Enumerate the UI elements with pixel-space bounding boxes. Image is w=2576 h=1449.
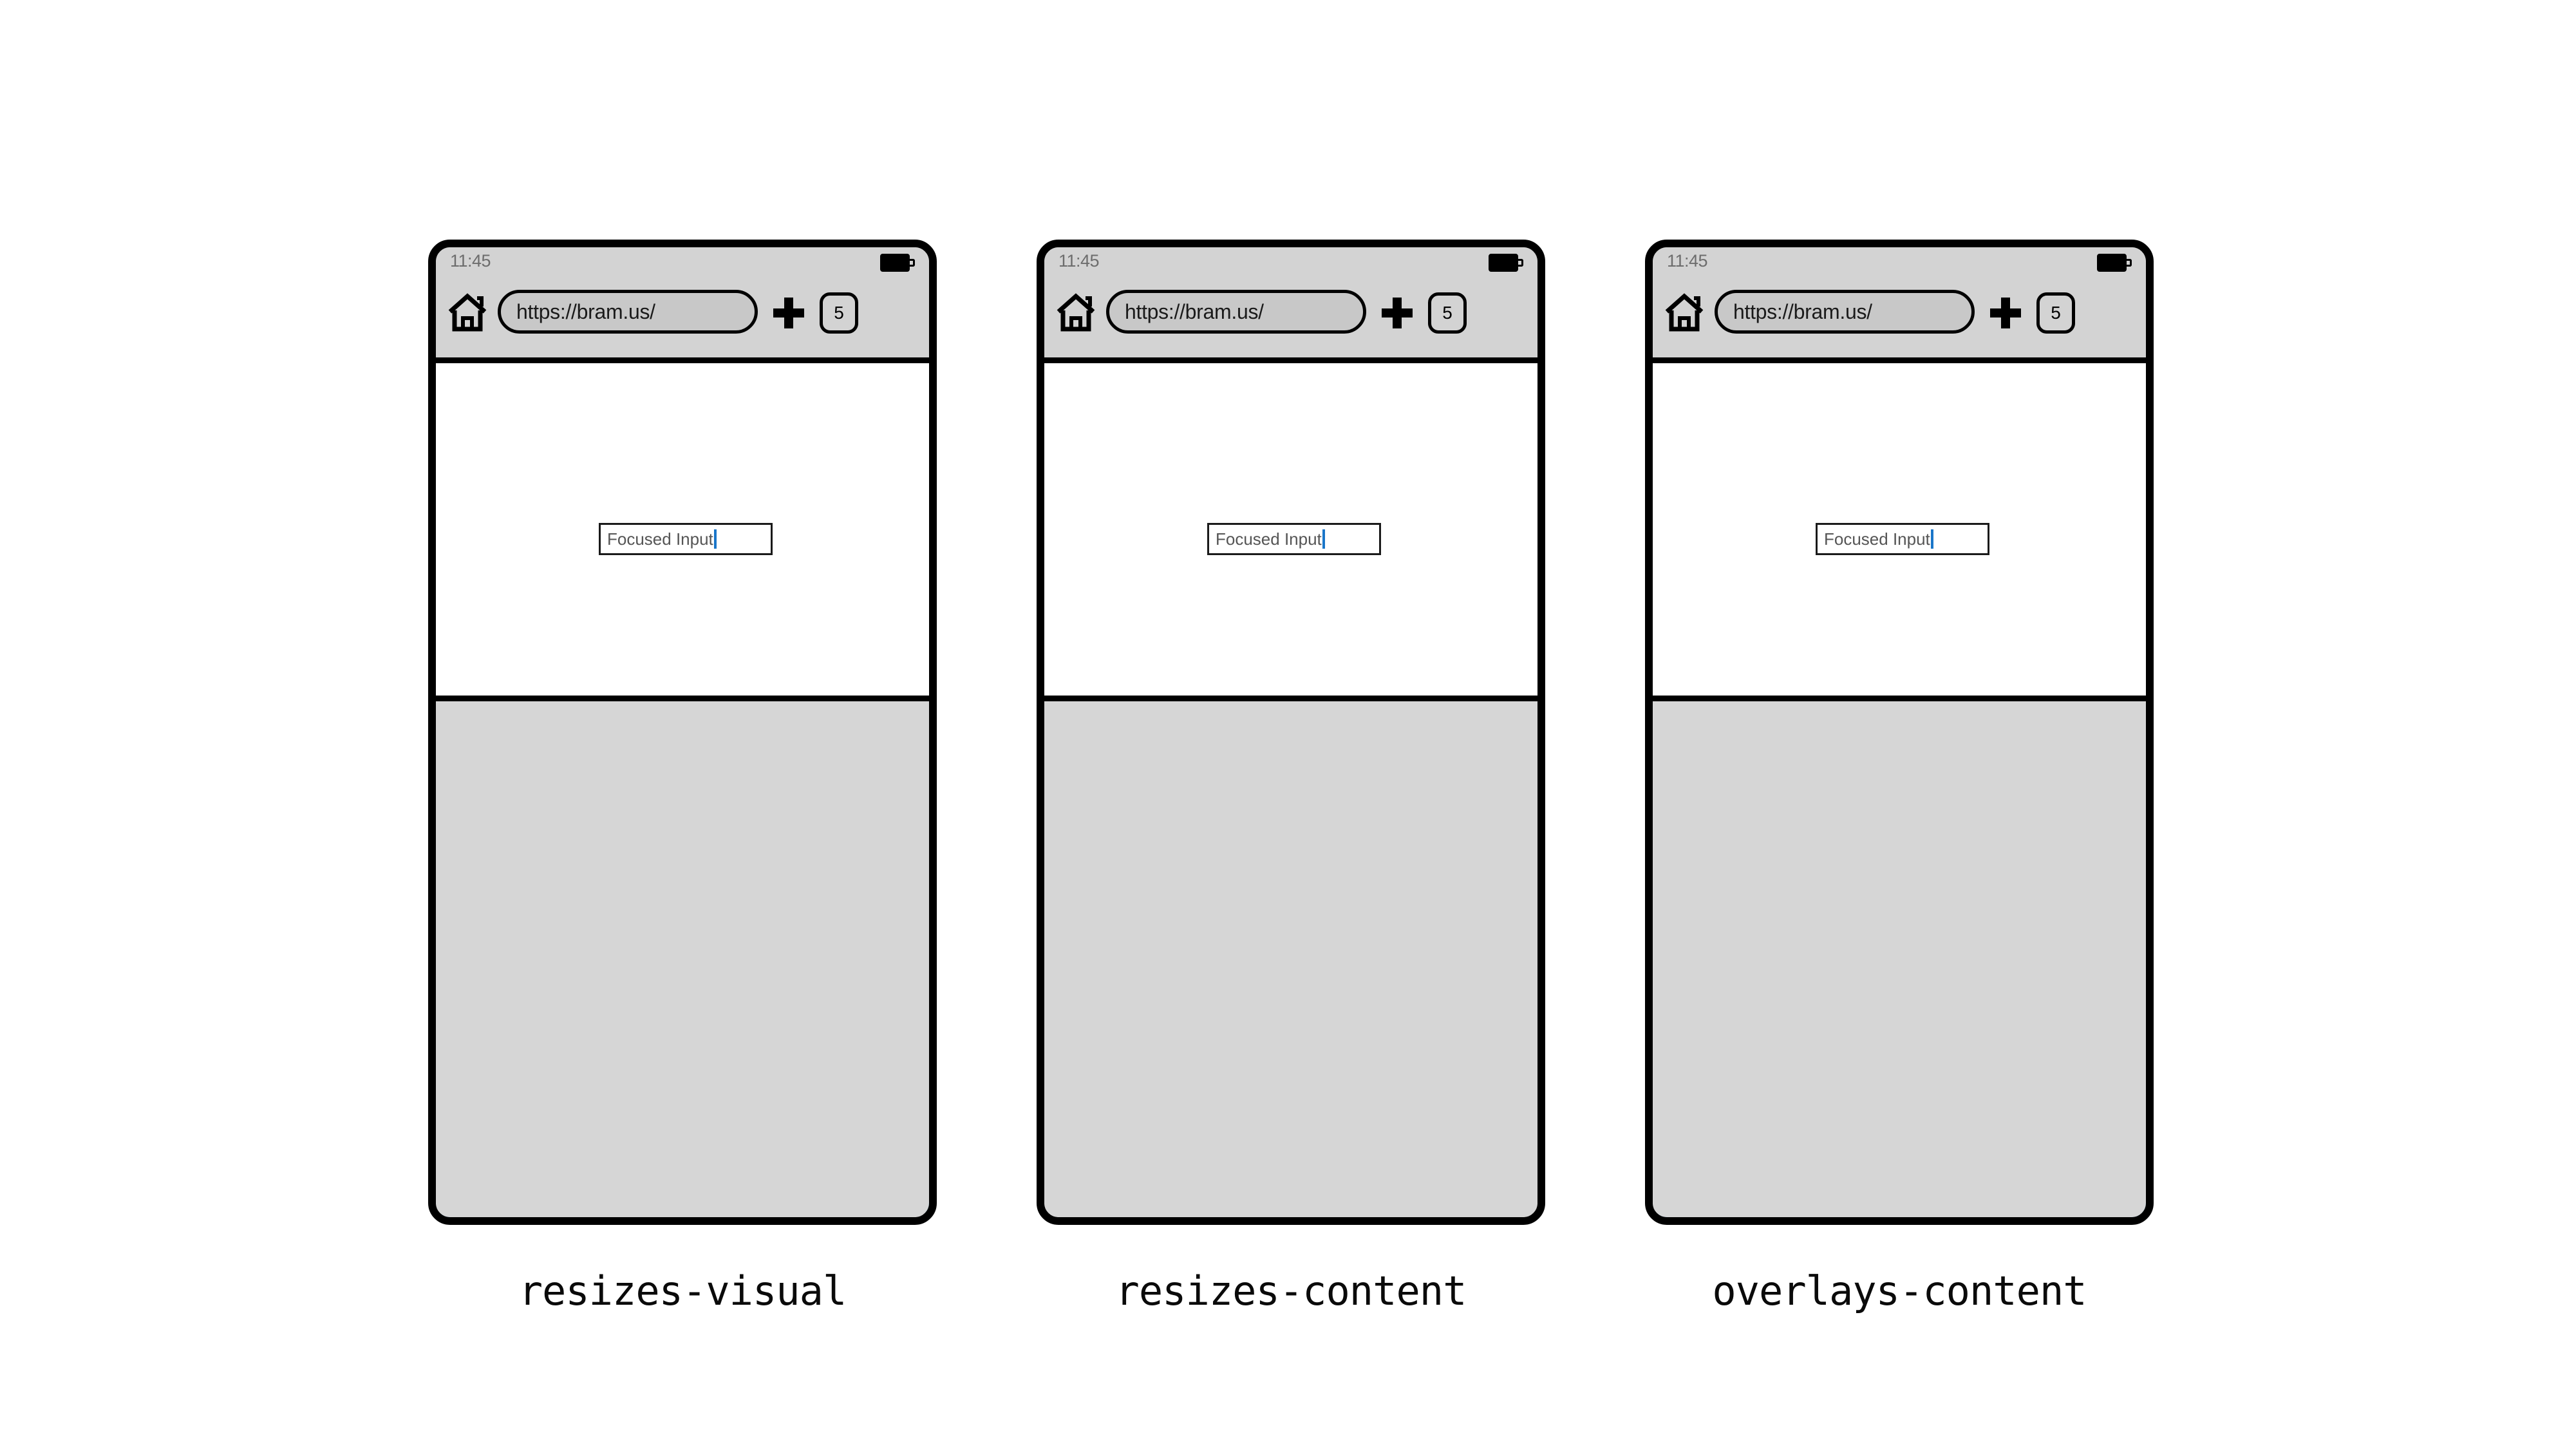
- focused-input[interactable]: Focused Input: [599, 523, 773, 555]
- focused-input[interactable]: Focused Input: [1207, 523, 1381, 555]
- focused-input-value: Focused Input: [607, 529, 713, 549]
- address-bar[interactable]: https://bram.us/: [1715, 290, 1975, 334]
- browser-toolbar: https://bram.us/ 5: [436, 281, 929, 358]
- phone-screen: 11:45 https://br: [436, 247, 929, 1217]
- plus-icon[interactable]: [1382, 298, 1413, 328]
- on-screen-keyboard-area: [436, 696, 929, 1217]
- text-caret: [1930, 529, 1933, 549]
- status-clock: 11:45: [1667, 251, 1708, 270]
- page-content-area: Focused Input: [436, 363, 929, 711]
- on-screen-keyboard-area: [1653, 696, 2146, 1217]
- text-caret: [1322, 529, 1325, 549]
- tab-count-button[interactable]: 5: [2036, 292, 2075, 334]
- home-icon[interactable]: [447, 292, 487, 332]
- page-content-area: Focused Input: [1044, 363, 1537, 711]
- status-bar: 11:45: [1653, 247, 2146, 281]
- browser-toolbar: https://bram.us/ 5: [1653, 281, 2146, 358]
- address-bar-url: https://bram.us/: [1125, 299, 1264, 323]
- battery-full-icon: [2097, 254, 2132, 272]
- caption-resizes-content: resizes-content: [1115, 1267, 1467, 1314]
- phone-mockup-resizes-visual: 11:45 https://br: [428, 240, 937, 1225]
- caption-overlays-content: overlays-content: [1712, 1267, 2087, 1314]
- home-icon[interactable]: [1664, 292, 1704, 332]
- tab-count-button[interactable]: 5: [1428, 292, 1467, 334]
- caption-resizes-visual: resizes-visual: [518, 1267, 847, 1314]
- home-icon[interactable]: [1056, 292, 1096, 332]
- tab-count-label: 5: [2051, 303, 2061, 323]
- browser-chrome: 11:45 https://br: [1653, 247, 2146, 363]
- phone-screen: 11:45 https://br: [1044, 247, 1537, 1217]
- browser-chrome: 11:45 https://br: [436, 247, 929, 363]
- address-bar[interactable]: https://bram.us/: [1106, 290, 1366, 334]
- status-bar: 11:45: [436, 247, 929, 281]
- tab-count-label: 5: [1442, 303, 1453, 323]
- status-clock: 11:45: [1058, 251, 1100, 270]
- address-bar-url: https://bram.us/: [516, 299, 655, 323]
- text-caret: [713, 529, 717, 549]
- battery-full-icon: [1489, 254, 1523, 272]
- status-clock: 11:45: [450, 251, 491, 270]
- plus-icon[interactable]: [773, 298, 804, 328]
- address-bar-url: https://bram.us/: [1733, 299, 1872, 323]
- on-screen-keyboard-area: [1044, 696, 1537, 1217]
- plus-icon[interactable]: [1990, 298, 2021, 328]
- phone-mockup-overlays-content: 11:45 https://br: [1645, 240, 2154, 1225]
- phone-mockup-resizes-content: 11:45 https://br: [1037, 240, 1545, 1225]
- tab-count-button[interactable]: 5: [820, 292, 858, 334]
- battery-full-icon: [880, 254, 915, 272]
- browser-chrome: 11:45 https://br: [1044, 247, 1537, 363]
- focused-input[interactable]: Focused Input: [1816, 523, 1989, 555]
- phone-screen: 11:45 https://br: [1653, 247, 2146, 1217]
- page-content-area: Focused Input: [1653, 363, 2146, 711]
- browser-toolbar: https://bram.us/ 5: [1044, 281, 1537, 358]
- focused-input-value: Focused Input: [1824, 529, 1930, 549]
- address-bar[interactable]: https://bram.us/: [498, 290, 758, 334]
- tab-count-label: 5: [834, 303, 844, 323]
- status-bar: 11:45: [1044, 247, 1537, 281]
- focused-input-value: Focused Input: [1216, 529, 1322, 549]
